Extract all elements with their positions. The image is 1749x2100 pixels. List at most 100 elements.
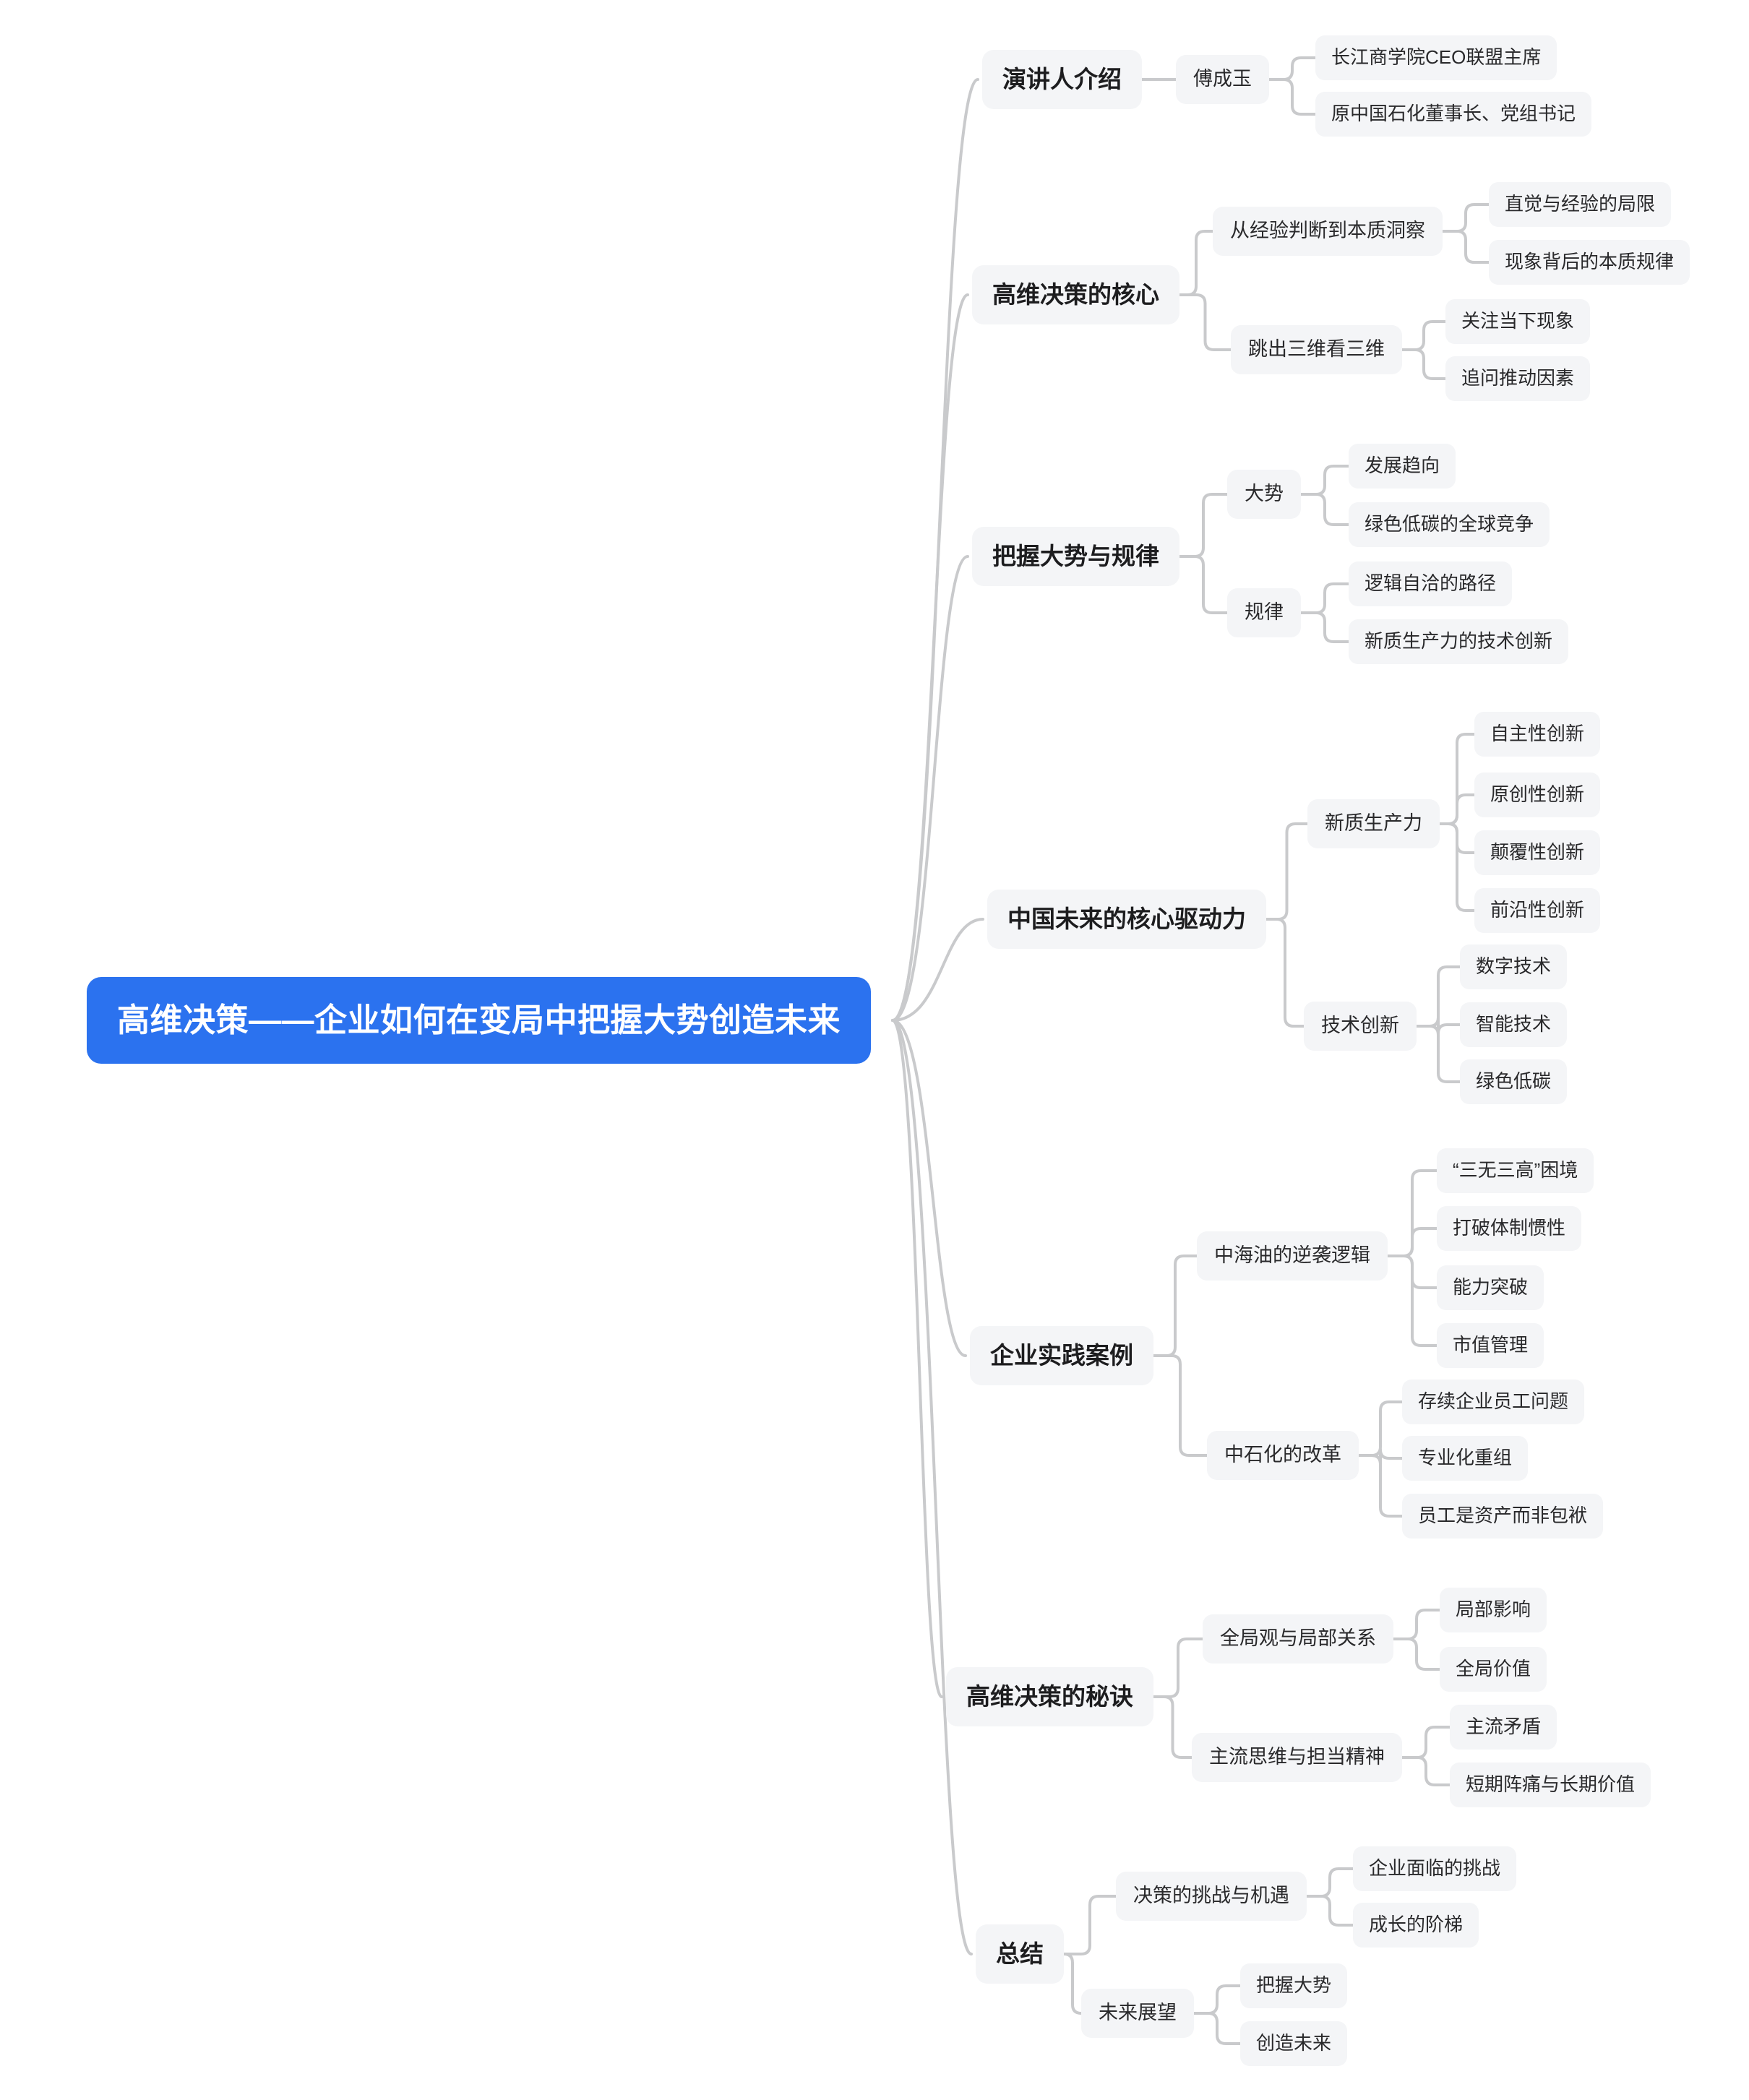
sub-node-5-0[interactable]: 全局观与局部关系	[1203, 1614, 1393, 1664]
connector	[891, 555, 969, 1022]
connector	[891, 918, 984, 1022]
connector	[1268, 56, 1317, 81]
connector	[1401, 1726, 1451, 1759]
leaf-node-3-0-3[interactable]: 前沿性创新	[1474, 888, 1601, 933]
connector	[1438, 733, 1476, 825]
connector	[1305, 1895, 1354, 1927]
connector	[1152, 1255, 1198, 1357]
leaf-node-3-0-0[interactable]: 自主性创新	[1474, 712, 1601, 757]
leaf-node-4-0-3[interactable]: 市值管理	[1437, 1323, 1544, 1368]
connector	[891, 1019, 943, 1698]
root-node[interactable]: 高维决策——企业如何在变局中把握大势创造未来	[86, 977, 871, 1064]
connector	[1305, 1867, 1354, 1898]
sub-node-6-1[interactable]: 未来展望	[1081, 1989, 1194, 2038]
leaf-node-2-0-1[interactable]: 绿色低碳的全球竞争	[1349, 502, 1550, 547]
connector	[1299, 465, 1350, 496]
leaf-node-2-1-0[interactable]: 逻辑自洽的路径	[1349, 561, 1513, 606]
leaf-node-1-0-1[interactable]: 现象背后的本质规律	[1489, 240, 1690, 285]
sub-node-1-0[interactable]: 从经验判断到本质洞察	[1213, 207, 1443, 256]
leaf-node-0-0-1[interactable]: 原中国石化董事长、党组书记	[1315, 92, 1592, 137]
leaf-node-4-0-1[interactable]: 打破体制惯性	[1437, 1206, 1582, 1251]
leaf-node-3-1-2[interactable]: 绿色低碳	[1460, 1059, 1568, 1104]
leaf-node-4-0-0[interactable]: “三无三高”困境	[1437, 1148, 1594, 1193]
leaf-node-2-1-1[interactable]: 新质生产力的技术创新	[1349, 619, 1569, 664]
leaf-node-3-1-1[interactable]: 智能技术	[1460, 1002, 1568, 1047]
leaf-node-6-1-0[interactable]: 把握大势	[1240, 1963, 1348, 2008]
connector	[1401, 320, 1447, 351]
branch-node-3[interactable]: 中国未来的核心驱动力	[987, 890, 1266, 949]
connector	[1392, 1638, 1441, 1671]
branch-node-0[interactable]: 演讲人介绍	[982, 50, 1142, 109]
connector	[1178, 230, 1214, 296]
connector	[1401, 1756, 1451, 1786]
sub-node-3-1[interactable]: 技术创新	[1304, 1002, 1417, 1051]
connector	[1415, 965, 1461, 1028]
leaf-node-6-0-0[interactable]: 企业面临的挑战	[1353, 1846, 1517, 1891]
connector	[1268, 78, 1317, 116]
sub-node-4-0[interactable]: 中海油的逆袭逻辑	[1197, 1231, 1388, 1281]
connector	[1192, 1984, 1242, 2015]
connector	[1152, 1695, 1193, 1759]
connector	[1438, 822, 1476, 854]
connector	[1152, 1638, 1204, 1698]
connector	[1299, 611, 1350, 643]
connector	[1152, 1354, 1208, 1457]
leaf-node-5-0-1[interactable]: 全局价值	[1440, 1647, 1547, 1692]
leaf-node-0-0-0[interactable]: 长江商学院CEO联盟主席	[1315, 35, 1557, 80]
sub-node-4-1[interactable]: 中石化的改革	[1207, 1431, 1359, 1480]
connector	[1062, 1953, 1083, 2015]
connector	[1062, 1895, 1117, 1955]
leaf-node-1-1-1[interactable]: 追问推动因素	[1445, 356, 1591, 401]
leaf-node-3-1-0[interactable]: 数字技术	[1460, 944, 1568, 989]
sub-node-2-0[interactable]: 大势	[1227, 470, 1301, 519]
leaf-node-2-0-0[interactable]: 发展趋向	[1349, 444, 1456, 489]
branch-node-4[interactable]: 企业实践案例	[970, 1326, 1153, 1385]
connector	[1178, 293, 1232, 351]
sub-node-1-1[interactable]: 跳出三维看三维	[1231, 325, 1402, 374]
leaf-node-4-1-0[interactable]: 存续企业员工问题	[1402, 1380, 1585, 1424]
connector	[1299, 582, 1350, 614]
branch-node-5[interactable]: 高维决策的秘诀	[946, 1667, 1153, 1726]
connector	[891, 1019, 967, 1357]
connector	[1438, 822, 1476, 912]
connector	[1386, 1255, 1438, 1289]
leaf-node-1-0-0[interactable]: 直觉与经验的局限	[1489, 182, 1672, 227]
connector	[1415, 1016, 1461, 1035]
leaf-node-5-1-0[interactable]: 主流矛盾	[1450, 1705, 1557, 1750]
connector	[1441, 203, 1490, 233]
leaf-node-6-1-1[interactable]: 创造未来	[1240, 2021, 1348, 2066]
branch-node-2[interactable]: 把握大势与规律	[972, 527, 1179, 586]
connector	[891, 1019, 973, 1955]
connector	[1357, 1448, 1404, 1466]
leaf-node-4-0-2[interactable]: 能力突破	[1437, 1265, 1544, 1310]
sub-node-2-1[interactable]: 规律	[1227, 588, 1301, 637]
leaf-node-5-0-0[interactable]: 局部影响	[1440, 1588, 1547, 1632]
sub-node-6-0[interactable]: 决策的挑战与机遇	[1116, 1872, 1307, 1921]
connector	[1401, 348, 1447, 380]
leaf-node-3-0-1[interactable]: 原创性创新	[1474, 773, 1601, 817]
sub-node-3-0[interactable]: 新质生产力	[1307, 799, 1440, 848]
leaf-node-3-0-2[interactable]: 颠覆性创新	[1474, 830, 1601, 875]
connector	[1386, 1255, 1438, 1347]
sub-node-0-0[interactable]: 傅成玉	[1176, 55, 1269, 104]
connector	[1192, 2012, 1242, 2045]
connector	[891, 78, 979, 1022]
connector	[1265, 822, 1309, 921]
leaf-node-4-1-1[interactable]: 专业化重组	[1402, 1436, 1529, 1481]
leaf-node-1-1-0[interactable]: 关注当下现象	[1445, 299, 1591, 344]
leaf-node-4-1-2[interactable]: 员工是资产而非包袱	[1402, 1494, 1604, 1539]
branch-node-1[interactable]: 高维决策的核心	[972, 265, 1179, 324]
leaf-node-5-1-1[interactable]: 短期阵痛与长期价值	[1450, 1763, 1651, 1807]
connector	[1386, 1227, 1438, 1257]
connector	[1392, 1609, 1441, 1640]
connector	[1441, 230, 1490, 264]
sub-node-5-1[interactable]: 主流思维与担当精神	[1192, 1733, 1402, 1782]
connector	[1178, 493, 1229, 558]
connector	[1178, 555, 1229, 614]
leaf-node-6-0-1[interactable]: 成长的阶梯	[1353, 1903, 1479, 1948]
connector	[1386, 1169, 1438, 1257]
connector	[1415, 1025, 1461, 1083]
branch-node-6[interactable]: 总结	[976, 1924, 1064, 1984]
connector	[891, 293, 969, 1022]
